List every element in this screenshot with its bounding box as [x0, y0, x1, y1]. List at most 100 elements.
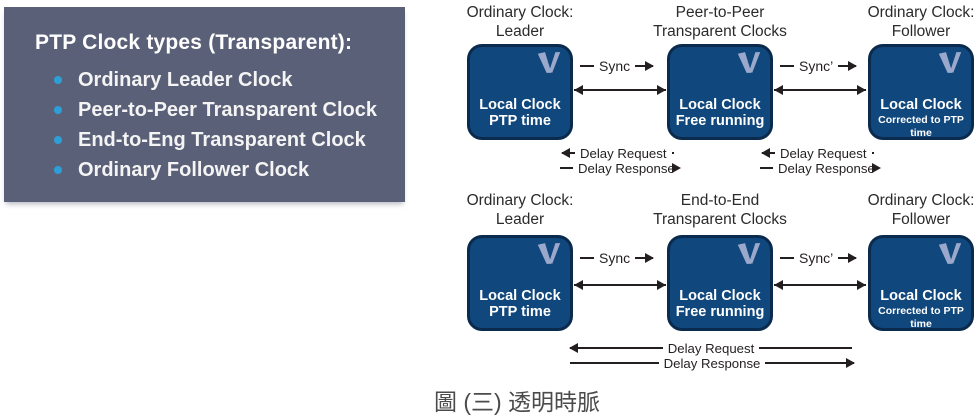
node-caption-ordinary-follower: Ordinary Clock: Follower: [856, 191, 980, 229]
line-segment: [671, 152, 674, 154]
vendor-v-logo-icon: [938, 243, 962, 264]
caption-line: Ordinary Clock:: [867, 192, 975, 209]
figure-caption: 圖 (三) 透明時脈: [433, 389, 601, 415]
sync-text: Sync’: [799, 58, 834, 74]
clock-type-list: Ordinary Leader Clock Peer-to-Peer Trans…: [4, 65, 405, 185]
caption-line: Ordinary Clock:: [466, 192, 574, 209]
list-item-label: Ordinary Leader Clock: [78, 68, 293, 91]
arrow-left-icon: [761, 148, 775, 158]
delay-request-text: Delay Request: [667, 340, 755, 356]
clock-box-line2: Free running: [675, 113, 765, 129]
caption-line: Ordinary Clock:: [466, 4, 574, 21]
clock-box-line1: Local Clock: [880, 97, 962, 113]
line-segment: [871, 152, 874, 154]
list-item: Peer-to-Peer Transparent Clock: [4, 95, 405, 125]
bullet-icon: [54, 136, 62, 144]
clock-box-line1: Local Clock: [479, 97, 561, 113]
caption-line: Transparent Clocks: [653, 23, 787, 40]
clock-box-line2: PTP time: [489, 304, 551, 320]
arrow-right-icon: [838, 253, 858, 263]
delay-response-text: Delay Response: [578, 160, 675, 176]
caption-line: Peer-to-Peer: [675, 4, 765, 21]
sync-label: Sync: [580, 250, 664, 266]
caption-line: Follower: [891, 23, 951, 40]
bullet-icon: [54, 76, 62, 84]
sync-text: Sync: [599, 250, 631, 266]
caption-line: Follower: [891, 211, 951, 228]
delay-response-label: Delay Response: [760, 160, 881, 176]
delay-response-text: Delay Response: [778, 160, 875, 176]
arrow-right-icon: [635, 253, 655, 263]
clock-box-line1: Local Clock: [880, 288, 962, 304]
bullet-icon: [54, 106, 62, 114]
caption-line: Leader: [495, 211, 545, 228]
bidirectional-arrow: [774, 280, 866, 290]
bidirectional-arrow: [574, 280, 666, 290]
node-caption-ordinary-leader: Ordinary Clock: Leader: [455, 3, 585, 41]
line-segment: [580, 65, 594, 67]
arrow-right-icon: [635, 61, 655, 71]
list-item-label: Ordinary Follower Clock: [78, 158, 310, 181]
delay-request-text: Delay Request: [580, 145, 667, 161]
line-segment: [560, 167, 573, 169]
clock-box-line2: Corrected to PTP time: [878, 305, 964, 330]
clock-box-text: Local Clock Corrected to PTP time: [871, 97, 971, 140]
bullet-icon: [54, 166, 62, 174]
node-caption-e2e-transparent: End-to-End Transparent Clocks: [650, 191, 790, 229]
sync-prime-label: Sync’: [780, 58, 864, 74]
clock-box-text: Local Clock PTP time: [470, 288, 570, 320]
bidirectional-arrow: [574, 85, 666, 95]
clock-box-follower: Local Clock Corrected to PTP time: [868, 235, 974, 331]
delay-response-text: Delay Response: [663, 355, 761, 371]
info-panel: PTP Clock types (Transparent): Ordinary …: [4, 7, 405, 202]
clock-box-text: Local Clock PTP time: [470, 97, 570, 129]
line-segment: [780, 65, 794, 67]
clock-box-text: Local Clock Corrected to PTP time: [871, 288, 971, 331]
arrow-right-icon: [838, 61, 858, 71]
delay-response-label: Delay Response: [570, 355, 855, 371]
node-caption-p2p-transparent: Peer-to-Peer Transparent Clocks: [650, 3, 790, 41]
list-item: End-to-Eng Transparent Clock: [4, 125, 405, 155]
list-item: Ordinary Leader Clock: [4, 65, 405, 95]
vendor-v-logo-icon: [737, 52, 761, 73]
clock-box-line2: PTP time: [489, 113, 551, 129]
delay-request-label: Delay Request: [761, 145, 874, 161]
arrow-left-icon: [561, 148, 575, 158]
line-segment: [759, 347, 852, 349]
list-item: Ordinary Follower Clock: [4, 155, 405, 185]
clock-box-line2: Corrected to PTP time: [878, 114, 964, 139]
line-segment: [760, 167, 773, 169]
caption-line: Transparent Clocks: [653, 211, 787, 228]
line-segment: [780, 257, 794, 259]
delay-request-label: Delay Request: [569, 340, 852, 356]
caption-line: End-to-End: [680, 192, 760, 209]
clock-box-leader: Local Clock PTP time: [467, 44, 573, 140]
panel-title: PTP Clock types (Transparent):: [35, 31, 353, 54]
list-item-label: End-to-Eng Transparent Clock: [78, 128, 366, 151]
clock-box-text: Local Clock Free running: [670, 97, 770, 129]
vendor-v-logo-icon: [537, 52, 561, 73]
clock-box-follower: Local Clock Corrected to PTP time: [868, 44, 974, 140]
line-segment: [570, 362, 659, 364]
arrow-left-icon: [569, 343, 663, 353]
vendor-v-logo-icon: [938, 52, 962, 73]
node-caption-ordinary-follower: Ordinary Clock: Follower: [856, 3, 980, 41]
sync-text: Sync’: [799, 250, 834, 266]
clock-box-line1: Local Clock: [679, 288, 761, 304]
node-caption-ordinary-leader: Ordinary Clock: Leader: [455, 191, 585, 229]
clock-box-e2e-transparent: Local Clock Free running: [667, 235, 773, 331]
clock-box-p2p-transparent: Local Clock Free running: [667, 44, 773, 140]
sync-prime-label: Sync’: [780, 250, 864, 266]
clock-box-text: Local Clock Free running: [670, 288, 770, 320]
vendor-v-logo-icon: [737, 243, 761, 264]
clock-box-line1: Local Clock: [479, 288, 561, 304]
sync-label: Sync: [580, 58, 664, 74]
clock-box-leader: Local Clock PTP time: [467, 235, 573, 331]
delay-response-label: Delay Response: [560, 160, 681, 176]
sync-text: Sync: [599, 58, 631, 74]
line-segment: [580, 257, 594, 259]
delay-request-text: Delay Request: [780, 145, 867, 161]
caption-line: Ordinary Clock:: [867, 4, 975, 21]
list-item-label: Peer-to-Peer Transparent Clock: [78, 98, 377, 121]
